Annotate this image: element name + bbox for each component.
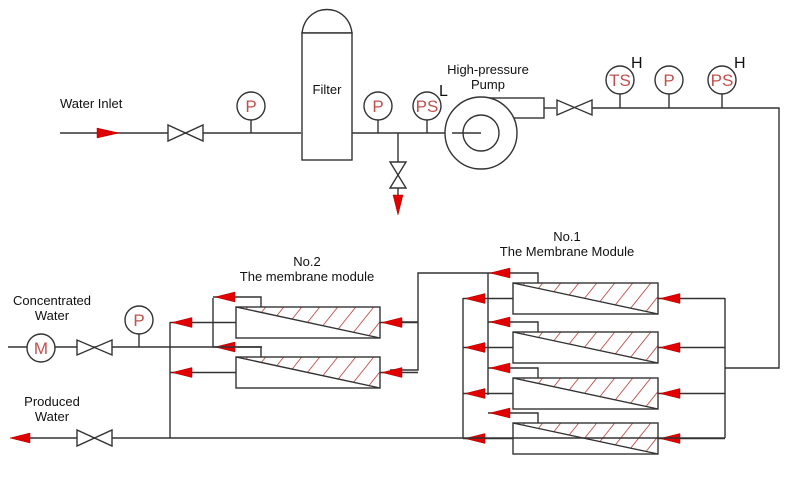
concentrate-flow-arrow [489, 316, 511, 328]
concentrated-water-label-line2: Water [35, 308, 70, 323]
drain-branch [388, 133, 408, 216]
permeate-flow-arrow [171, 317, 193, 328]
produced-valve[interactable] [76, 428, 113, 448]
permeate-flow-arrow [464, 388, 486, 399]
feed-flow-arrow [659, 342, 681, 353]
feed-flow-arrow [381, 367, 403, 378]
feed-flow-arrow [659, 293, 681, 304]
svg-text:P: P [133, 311, 144, 330]
produced-water-label-line1: Produced [24, 394, 80, 409]
concentrate-flow-arrow [489, 407, 511, 419]
high-pressure-pump [444, 96, 556, 170]
svg-text:P: P [372, 97, 383, 116]
pump-outlet-valve[interactable] [556, 98, 593, 117]
concentrate-flow-arrow [489, 267, 511, 279]
inlet-pressure-gauge: P [236, 91, 266, 133]
concentrate-flow-arrow [489, 362, 511, 374]
membrane-element [463, 407, 725, 455]
produced-water-label-line2: Water [35, 409, 70, 424]
permeate-flow-arrow [464, 342, 486, 353]
svg-text:P: P [245, 97, 256, 116]
module1-label-line1: No.1 [553, 229, 580, 244]
module2-label-line2: The membrane module [240, 269, 374, 284]
filter-vessel: Filter [301, 8, 353, 161]
produced-flow-arrow [9, 432, 31, 444]
membrane-element [170, 291, 418, 339]
svg-text:TS: TS [609, 71, 631, 90]
membrane-module-2 [170, 291, 418, 389]
membrane-element [170, 341, 418, 389]
filter-label: Filter [313, 82, 343, 97]
drain-flow-arrow [392, 194, 404, 216]
concentrated-water-label-line1: Concentrated [13, 293, 91, 308]
concentrate-valve[interactable] [76, 338, 113, 357]
module1-label-line2: The Membrane Module [500, 244, 634, 259]
svg-text:M: M [34, 339, 48, 358]
membrane-element [463, 362, 725, 410]
svg-text:L: L [439, 83, 448, 100]
svg-text:H: H [734, 55, 746, 72]
concentrate-flow-arrow [214, 291, 236, 303]
membrane-element [463, 267, 725, 315]
svg-text:P: P [663, 71, 674, 90]
permeate-flow-arrow [171, 367, 193, 378]
inlet-flow-arrow [96, 127, 120, 139]
filter-outlet-pressure-gauge: P [363, 91, 393, 133]
permeate-flow-arrow [464, 293, 486, 304]
membrane-element [463, 316, 725, 364]
svg-text:PS: PS [711, 71, 734, 90]
svg-text:PS: PS [416, 97, 439, 116]
low-pressure-switch: PS L [412, 83, 448, 133]
pump-label-line1: High-pressure [447, 62, 529, 77]
pump-label-line2: Pump [471, 77, 505, 92]
inlet-valve[interactable] [167, 123, 204, 143]
concentrate-pressure-gauge: P [124, 305, 154, 347]
membrane-module-1 [463, 267, 725, 455]
high-pressure-switch: PS H [707, 55, 746, 108]
high-temperature-switch: TS H [605, 55, 643, 108]
drain-valve[interactable] [388, 161, 408, 189]
feed-flow-arrow [381, 317, 403, 328]
module2-label-line1: No.2 [293, 254, 320, 269]
concentrate-flowmeter: M [26, 333, 56, 363]
svg-text:H: H [631, 55, 643, 72]
pump-outlet-pressure-gauge: P [654, 65, 684, 108]
water-inlet-label: Water Inlet [60, 96, 123, 111]
feed-flow-arrow [659, 388, 681, 399]
